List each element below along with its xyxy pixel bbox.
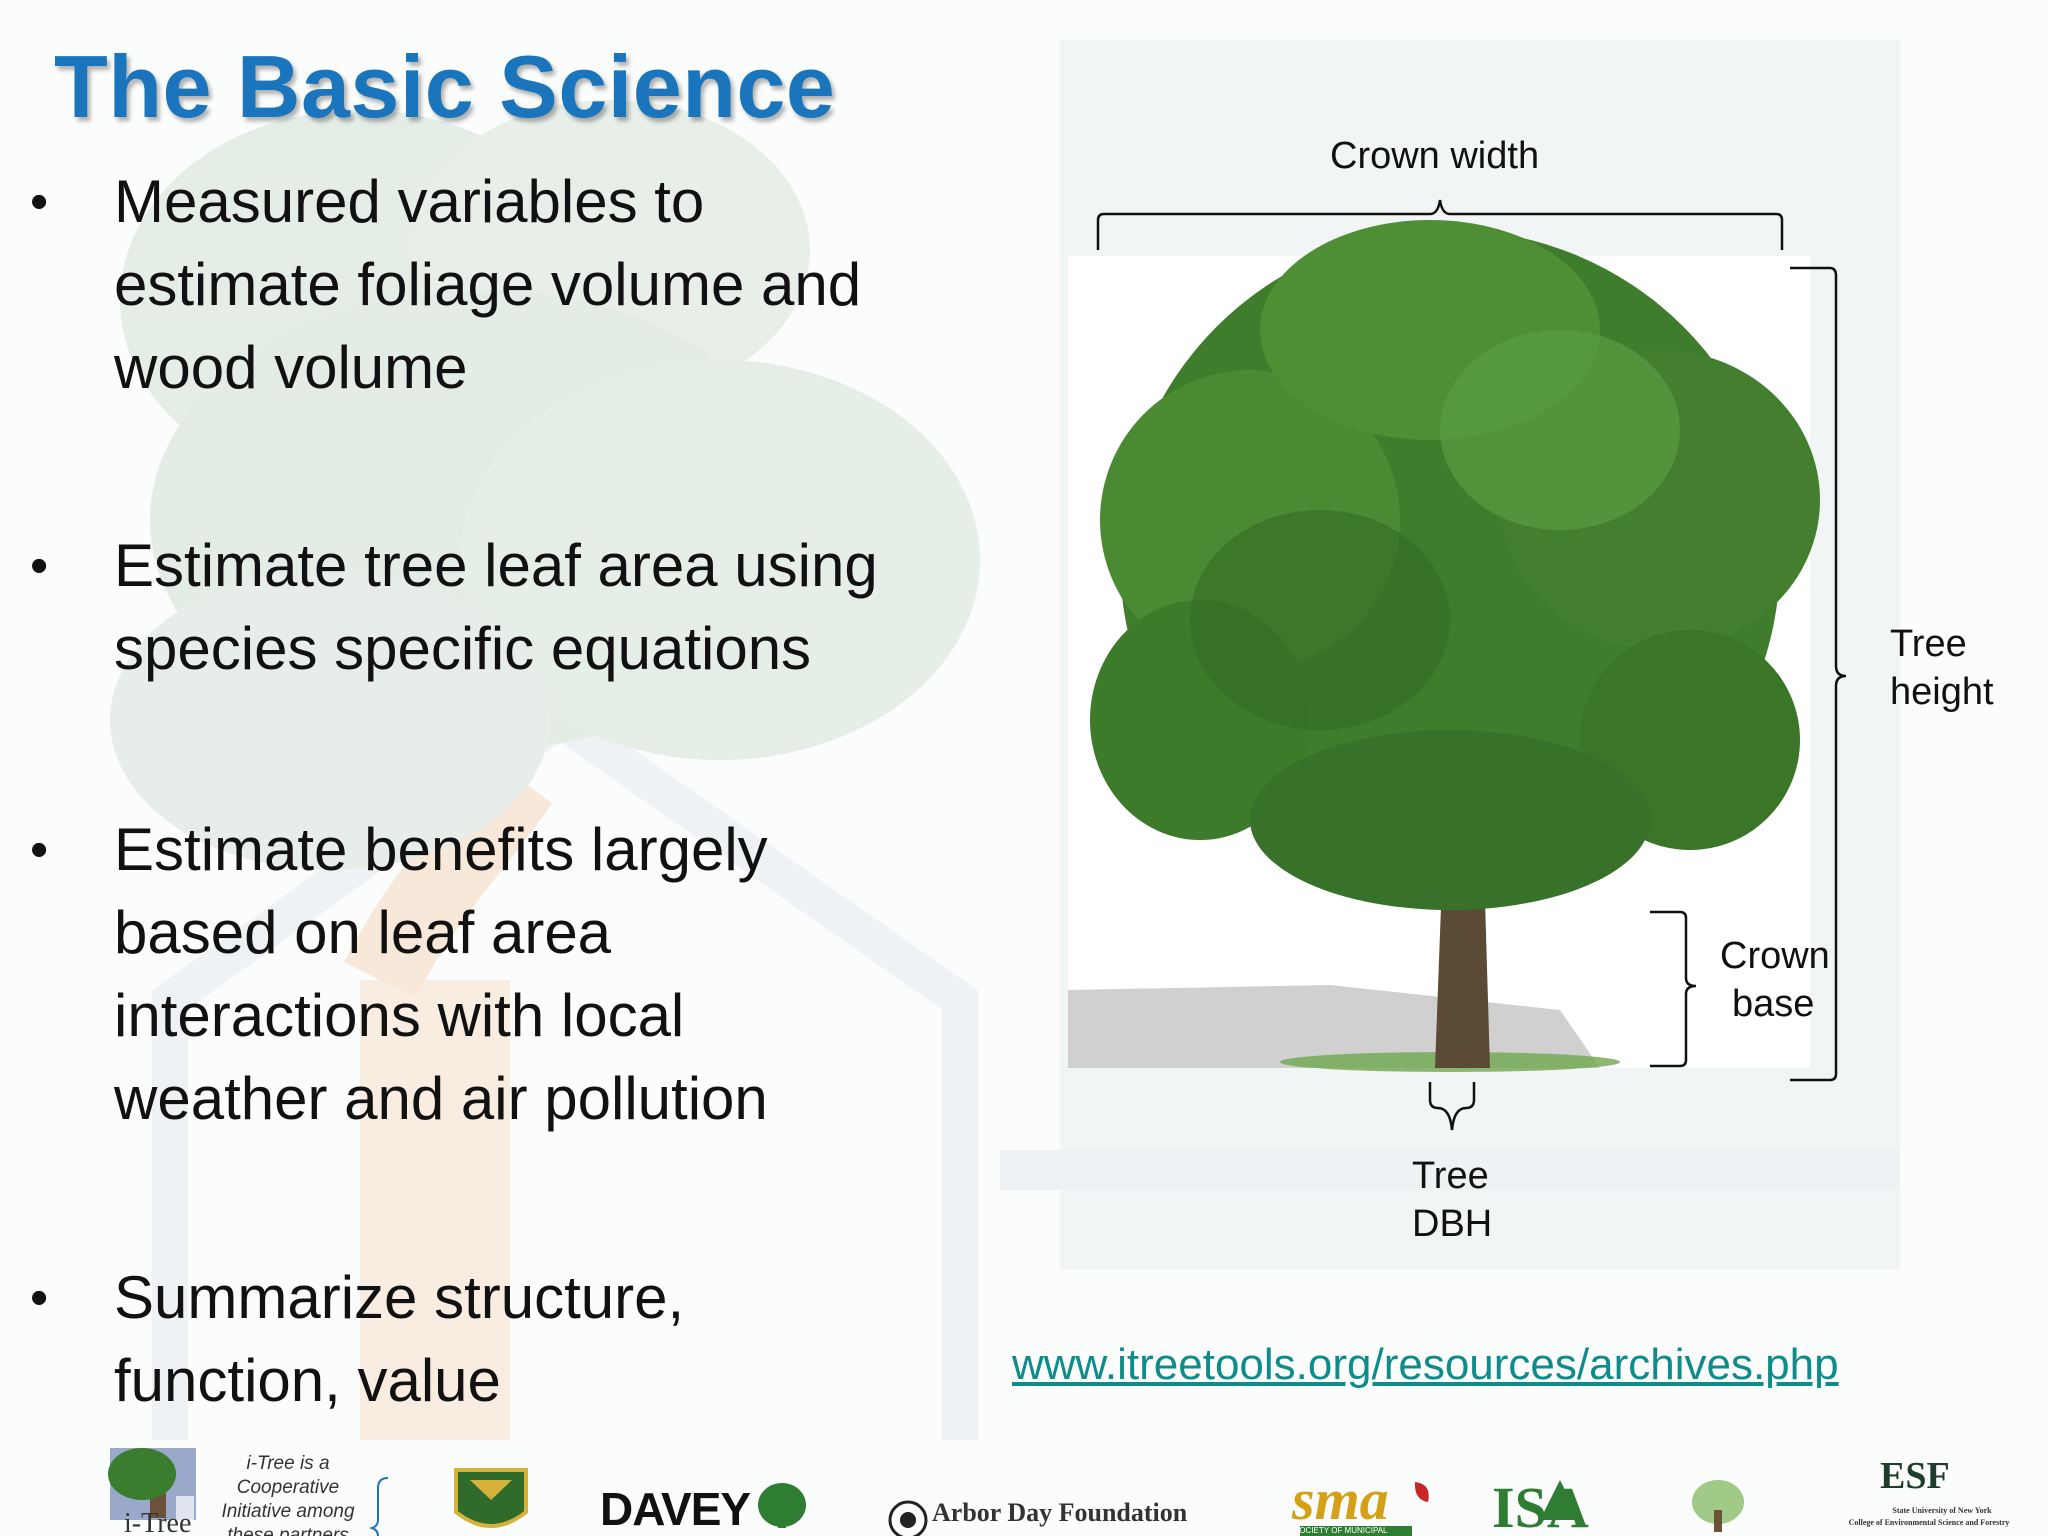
crown-width-label: Crown width	[1330, 135, 1540, 177]
bullet-line: species specific equations	[114, 615, 812, 682]
davey-logo: DAVEY	[600, 1483, 751, 1535]
itree-logo-label: i-Tree	[124, 1508, 192, 1536]
bullet-text: Estimate benefits largely based on leaf …	[114, 808, 768, 1140]
arbor-day-logo: Arbor Day Foundation	[932, 1498, 1188, 1527]
coop-line: Initiative among	[221, 1501, 355, 1522]
bullet-item: • Measured variables to estimate foliage…	[26, 160, 926, 409]
city-trees-logo	[1692, 1480, 1744, 1532]
itree-archives-link[interactable]: www.itreetools.org/resources/archives.ph…	[1012, 1340, 1839, 1389]
tree-foliage	[1090, 220, 1820, 910]
isa-tree-icon	[1540, 1480, 1580, 1520]
itree-logo	[108, 1448, 196, 1520]
sma-logo: sma	[1292, 1467, 1389, 1532]
dbh-label-2: DBH	[1412, 1203, 1493, 1245]
crown-base-label-2: base	[1732, 983, 1815, 1025]
crown-base-label-1: Crown	[1720, 935, 1830, 977]
bullet-line: Summarize structure,	[114, 1264, 685, 1331]
esf-logo: ESF	[1880, 1455, 1950, 1497]
coop-line: these partners	[227, 1525, 349, 1536]
coop-line: Cooperative	[236, 1477, 340, 1498]
bullet-item: • Estimate benefits largely based on lea…	[26, 808, 926, 1140]
forest-service-shield	[454, 1468, 528, 1528]
bullet-glyph: •	[30, 537, 49, 595]
bullet-glyph: •	[30, 173, 49, 231]
bullet-text: Summarize structure, function, value	[114, 1256, 684, 1422]
sma-leaf-icon	[1414, 1482, 1429, 1502]
bullet-text: Estimate tree leaf area using species sp…	[114, 524, 878, 690]
tree-height-bracket	[1790, 266, 1847, 1082]
davey-tree-icon	[758, 1483, 806, 1528]
slide-title: The Basic Science	[54, 37, 836, 136]
bullet-line: function, value	[114, 1347, 501, 1414]
arbor-day-icon	[888, 1500, 928, 1536]
partner-logos	[108, 1448, 1744, 1536]
dbh-label-1: Tree	[1412, 1155, 1489, 1197]
crown-base-bracket	[1650, 910, 1697, 1068]
crown-width-bracket	[1096, 199, 1784, 250]
bullet-line: estimate foliage volume and	[114, 251, 862, 318]
coop-line: i-Tree is a	[246, 1453, 330, 1474]
bullet-line: based on leaf area	[114, 899, 612, 966]
tree-height-label-1: Tree	[1890, 623, 1967, 665]
isa-logo: ISA	[1492, 1475, 1589, 1536]
bullet-line: weather and air pollution	[114, 1065, 768, 1132]
dbh-bracket	[1428, 1082, 1476, 1131]
bullet-item: • Estimate tree leaf area using species …	[26, 524, 926, 690]
tree-height-label-2: height	[1890, 671, 1994, 713]
sma-subtitle: SOCIETY OF MUNICIPAL ARBORISTS	[1294, 1526, 1388, 1536]
bullet-line: Measured variables to	[114, 168, 705, 235]
bullet-text: Measured variables to estimate foliage v…	[114, 160, 861, 409]
bullet-line: Estimate tree leaf area using	[114, 532, 878, 599]
bullet-line: interactions with local	[114, 982, 685, 1049]
bullet-glyph: •	[30, 821, 49, 879]
bullet-item: • Summarize structure, function, value	[26, 1256, 926, 1422]
bullet-line: Estimate benefits largely	[114, 816, 768, 883]
bullet-line: wood volume	[114, 334, 468, 401]
esf-subtitle-1: State University of New York	[1892, 1506, 1992, 1515]
bullet-glyph: •	[30, 1269, 49, 1327]
cooperative-note: i-Tree is a Cooperative Initiative among…	[208, 1452, 368, 1536]
esf-subtitle-2: College of Environmental Science and For…	[1848, 1518, 2010, 1527]
